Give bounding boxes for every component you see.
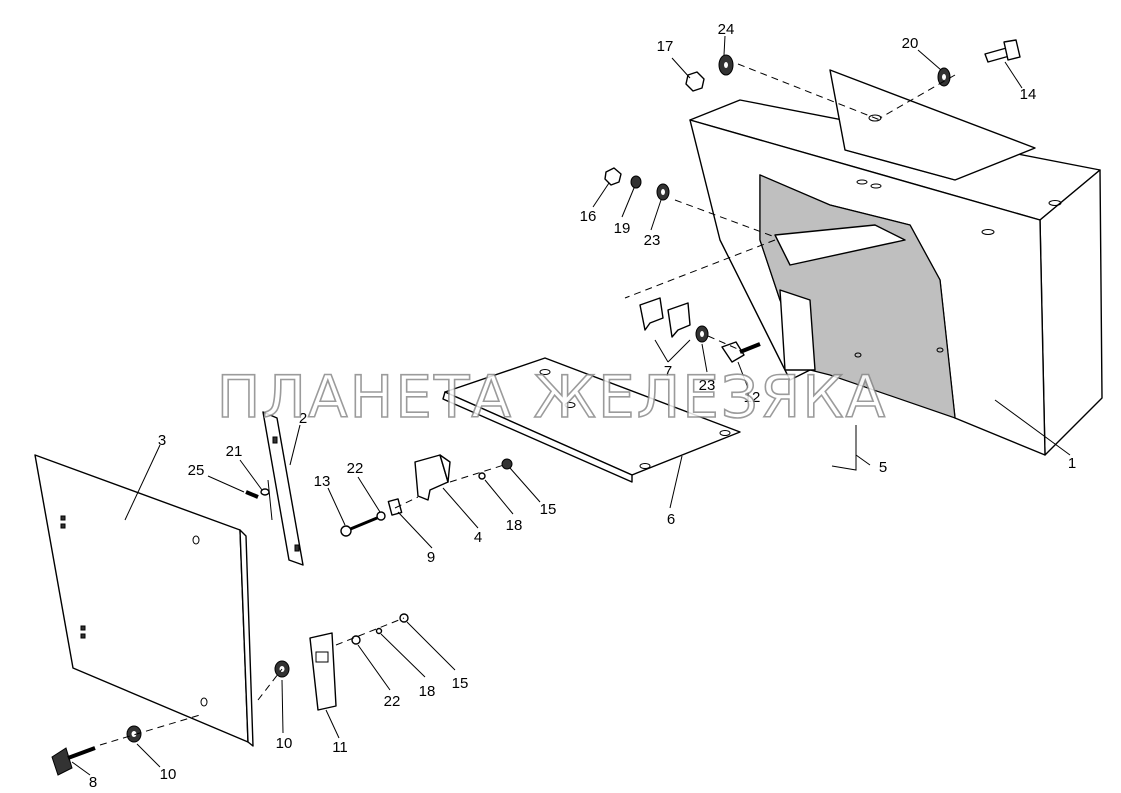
- callout-5: 5: [879, 459, 887, 476]
- part-12-bolt: [721, 341, 761, 363]
- part-14-bolt: [984, 39, 1021, 63]
- callout-11: 11: [332, 739, 348, 756]
- callout-12: 12: [744, 389, 761, 406]
- callout-22-lower: 22: [384, 693, 401, 710]
- callout-3: 3: [158, 432, 166, 449]
- part-10-washer-lower: [126, 725, 142, 743]
- part-6-floor-plate: [442, 357, 741, 483]
- part-4-bracket: [414, 454, 451, 501]
- part-7-clips: [639, 297, 691, 338]
- part-9-plate: [387, 498, 403, 516]
- callout-24: 24: [718, 21, 735, 38]
- callout-14: 14: [1020, 86, 1037, 103]
- callout-9: 9: [427, 549, 435, 566]
- callout-16: 16: [580, 208, 597, 225]
- callout-6: 6: [667, 511, 675, 528]
- part-5-rod: [831, 425, 857, 471]
- callout-4: 4: [474, 529, 482, 546]
- part-17-nut: [685, 71, 705, 92]
- part-24-washer: [718, 54, 734, 76]
- part-2-hinge: [262, 411, 304, 566]
- part-25-pin: [245, 490, 259, 499]
- part-21-washer: [260, 488, 270, 496]
- part-16-nut: [604, 167, 622, 186]
- callout-20: 20: [902, 35, 919, 52]
- callout-10-upper: 10: [276, 735, 293, 752]
- part-18-washer-upper: [478, 472, 486, 480]
- callout-21: 21: [226, 443, 243, 460]
- callout-8: 8: [89, 774, 97, 791]
- callout-17: 17: [657, 38, 674, 55]
- callout-18-upper: 18: [506, 517, 523, 534]
- part-3-door-panel: [34, 454, 254, 747]
- callout-15-upper: 15: [540, 501, 557, 518]
- callout-19: 19: [614, 220, 631, 237]
- callout-23-lower: 23: [699, 377, 716, 394]
- part-19-lock-washer: [630, 175, 642, 189]
- callout-7: 7: [664, 363, 672, 380]
- part-22-washer-lower: [351, 635, 361, 645]
- part-1-housing: [689, 69, 1103, 456]
- part-8-screw: [51, 746, 96, 776]
- callout-1: 1: [1068, 455, 1076, 472]
- part-15-nut-upper: [501, 458, 513, 470]
- part-18-washer-lower: [375, 627, 383, 635]
- callout-18-lower: 18: [419, 683, 436, 700]
- part-22-washer-upper: [376, 511, 386, 521]
- callout-23-upper: 23: [644, 232, 661, 249]
- callout-25: 25: [188, 462, 205, 479]
- part-11-latch: [309, 632, 337, 711]
- callout-10-lower: 10: [160, 766, 177, 783]
- callout-15-lower: 15: [452, 675, 469, 692]
- watermark: ПЛАНЕТА ЖЕЛЕЗЯКА: [217, 363, 887, 431]
- callout-13: 13: [314, 473, 331, 490]
- part-23-washer-lower: [695, 325, 709, 343]
- leader-lines: [71, 35, 1071, 776]
- callout-labels: 1 2 3 4 5 6 7 8 9 10 10 11 12 13 14 15 1…: [89, 21, 1076, 791]
- part-23-washer-upper: [656, 183, 670, 201]
- callout-2: 2: [299, 410, 307, 427]
- assembly-axes: [99, 63, 956, 746]
- part-13-bolt: [340, 516, 378, 537]
- callout-22-upper: 22: [347, 460, 364, 477]
- part-20-washer: [937, 67, 951, 87]
